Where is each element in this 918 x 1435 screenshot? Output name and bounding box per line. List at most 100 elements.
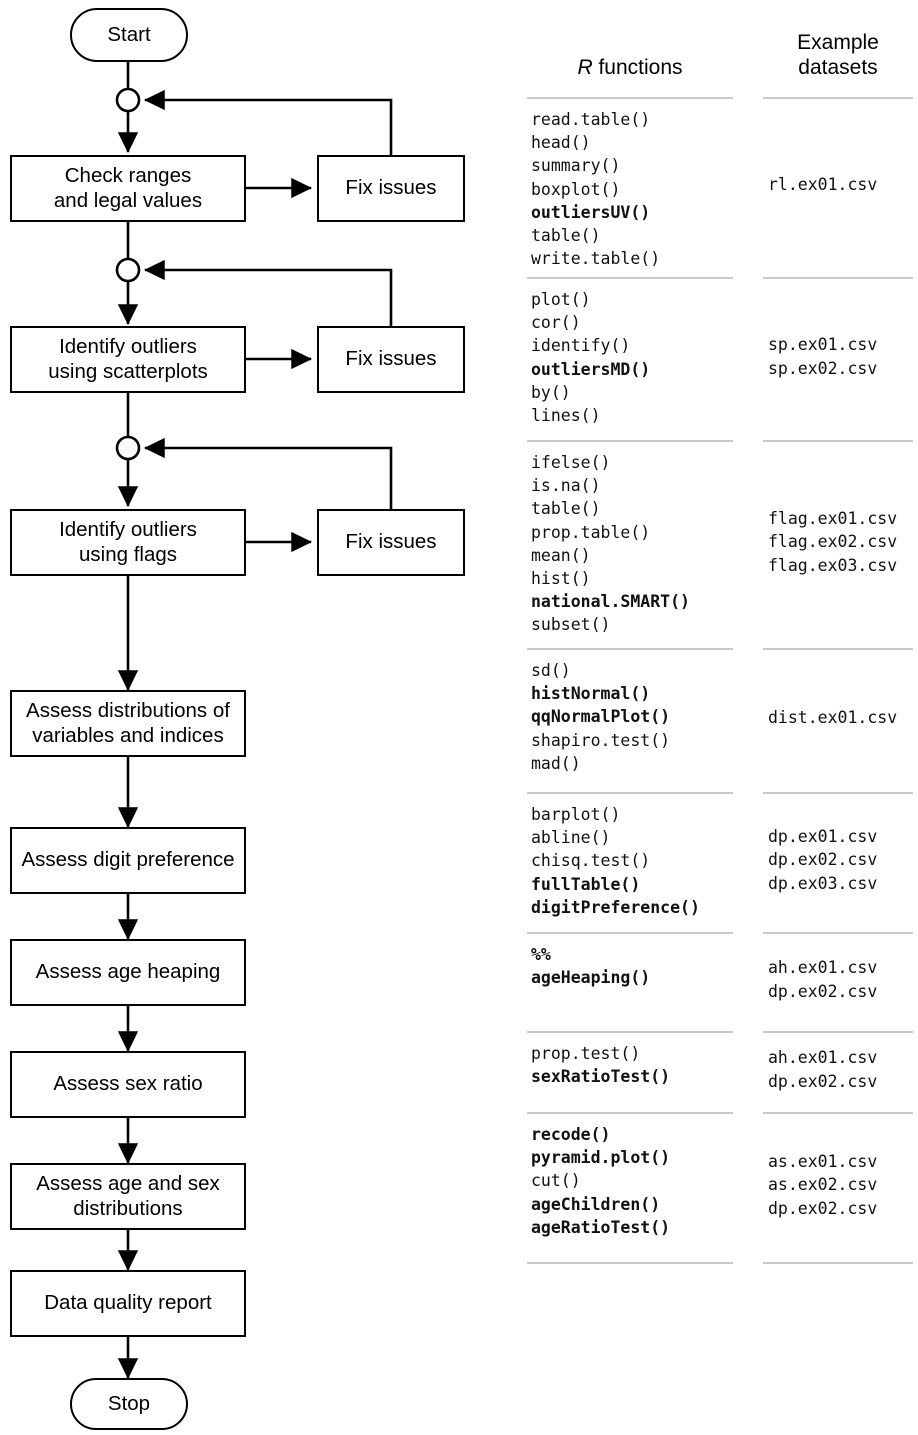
flow-node-start[interactable]: Start xyxy=(70,8,188,62)
flow-node-assess-age-sex-line1: Assess age and sex xyxy=(36,1171,220,1195)
flow-node-assess-sex-ratio[interactable]: Assess sex ratio xyxy=(10,1051,246,1118)
function-name: write.table() xyxy=(531,249,661,269)
function-name: table() xyxy=(531,226,601,246)
function-list: %% ageHeaping() xyxy=(531,943,737,989)
function-name: qqNormalPlot() xyxy=(531,707,671,727)
flow-node-assess-distributions-line1: Assess distributions of xyxy=(26,698,230,722)
column-header-datasets-line1: Example xyxy=(797,31,879,54)
flow-node-assess-age-heaping-label: Assess age heaping xyxy=(35,960,221,984)
dataset-name: dist.ex01.csv xyxy=(768,708,898,728)
junction-node-3 xyxy=(115,435,141,461)
function-name: outliersMD() xyxy=(531,359,651,379)
dataset-list: as.ex01.csv as.ex02.csv dp.ex02.csv xyxy=(768,1150,918,1220)
junction-node-1 xyxy=(115,87,141,113)
group-divider-right xyxy=(763,648,913,650)
function-name: subset() xyxy=(531,615,611,635)
function-name: mad() xyxy=(531,753,581,773)
function-name: histNormal() xyxy=(531,684,651,704)
function-name: read.table() xyxy=(531,110,651,129)
dataset-name: flag.ex03.csv xyxy=(768,555,898,575)
flowchart-connectors xyxy=(115,62,393,1380)
group-divider-right xyxy=(763,792,913,794)
function-list: prop.test() sexRatioTest() xyxy=(531,1042,737,1088)
group-divider-right xyxy=(763,1112,913,1114)
function-list: plot()cor()identify()outliersMD()by()lin… xyxy=(531,288,737,427)
function-name: cut() xyxy=(531,1171,581,1191)
flow-node-stop[interactable]: Stop xyxy=(70,1378,188,1430)
function-name: lines() xyxy=(531,406,601,426)
function-name: shapiro.test() xyxy=(531,730,671,750)
column-header-functions-rest: functions xyxy=(592,56,683,79)
group-divider-left xyxy=(527,648,733,650)
function-name: ifelse() xyxy=(531,453,611,472)
group-divider-left xyxy=(527,1031,733,1033)
flow-node-identify-outliers-scatterplots[interactable]: Identify outliers using scatterplots xyxy=(10,326,246,393)
flow-node-fix-issues-1[interactable]: Fix issues xyxy=(317,155,465,222)
reference-table: R functions Example datasets read.table(… xyxy=(500,0,918,1435)
function-name: prop.test() xyxy=(531,1044,641,1063)
flowchart: Start Check ranges and legal values Fix … xyxy=(10,8,465,1430)
flow-node-outliers-scatterplots-line1: Identify outliers xyxy=(59,334,197,358)
function-name: ageRatioTest() xyxy=(531,1217,671,1237)
flow-node-assess-distributions[interactable]: Assess distributions of variables and in… xyxy=(10,690,246,757)
group-divider-left xyxy=(527,1262,733,1264)
group-divider-right xyxy=(763,97,913,99)
function-name: hist() xyxy=(531,569,591,589)
flow-node-fix-issues-3-label: Fix issues xyxy=(345,530,437,554)
flow-node-identify-outliers-flags[interactable]: Identify outliers using flags xyxy=(10,509,246,576)
group-divider-right xyxy=(763,932,913,934)
flow-node-fix-issues-1-label: Fix issues xyxy=(345,176,437,200)
function-name: recode() xyxy=(531,1125,611,1144)
flow-node-check-ranges-line2: and legal values xyxy=(53,188,203,212)
column-header-functions: R functions xyxy=(527,56,733,81)
group-divider-left xyxy=(527,440,733,442)
dataset-list: sp.ex01.csv sp.ex02.csv xyxy=(768,333,918,379)
dataset-name: as.ex02.csv xyxy=(768,1175,878,1195)
flow-node-outliers-flags-line1: Identify outliers xyxy=(59,517,197,541)
dataset-name: sp.ex01.csv xyxy=(768,335,878,355)
dataset-name: sp.ex02.csv xyxy=(768,358,878,378)
flow-node-fix-issues-2[interactable]: Fix issues xyxy=(317,326,465,393)
group-divider-left xyxy=(527,792,733,794)
flow-node-check-ranges[interactable]: Check ranges and legal values xyxy=(10,155,246,222)
column-header-datasets-line2: datasets xyxy=(798,55,878,79)
flow-node-fix-issues-3[interactable]: Fix issues xyxy=(317,509,465,576)
function-name: cor() xyxy=(531,313,581,333)
function-name: chisq.test() xyxy=(531,851,651,871)
group-divider-left xyxy=(527,277,733,279)
function-list: barplot()abline()chisq.test()fullTable()… xyxy=(531,803,737,919)
function-name: %% xyxy=(531,945,551,964)
column-header-functions-italic: R xyxy=(577,56,593,79)
flow-node-data-quality-report[interactable]: Data quality report xyxy=(10,1270,246,1337)
dataset-name: as.ex01.csv xyxy=(768,1152,878,1172)
function-name: is.na() xyxy=(531,476,601,496)
flow-node-fix-issues-2-label: Fix issues xyxy=(345,347,437,371)
flow-node-assess-age-heaping[interactable]: Assess age heaping xyxy=(10,939,246,1006)
dataset-name: dp.ex02.csv xyxy=(768,1198,878,1218)
function-name: barplot() xyxy=(531,805,621,824)
function-name: ageChildren() xyxy=(531,1194,661,1214)
flow-node-assess-age-sex-distributions[interactable]: Assess age and sex distributions xyxy=(10,1163,246,1230)
function-name: sexRatioTest() xyxy=(531,1067,671,1087)
dataset-name: dp.ex02.csv xyxy=(768,850,878,870)
function-list: read.table()head()summary()boxplot()outl… xyxy=(531,108,737,270)
function-name: mean() xyxy=(531,545,591,565)
dataset-name: ah.ex01.csv xyxy=(768,1048,878,1068)
dataset-name: dp.ex01.csv xyxy=(768,827,878,847)
dataset-name: flag.ex02.csv xyxy=(768,532,898,552)
flow-node-outliers-scatterplots-line2: using scatterplots xyxy=(48,359,208,383)
flow-node-assess-digit-preference[interactable]: Assess digit preference xyxy=(10,827,246,894)
flow-node-outliers-flags-line2: using flags xyxy=(78,542,177,566)
dataset-list: rl.ex01.csv xyxy=(768,173,918,196)
flow-node-stop-label: Stop xyxy=(107,1391,151,1415)
function-name: outliersUV() xyxy=(531,202,651,222)
function-name: head() xyxy=(531,133,591,153)
group-divider-left xyxy=(527,1112,733,1114)
flow-node-start-label: Start xyxy=(107,22,151,46)
function-name: ageHeaping() xyxy=(531,968,651,988)
function-name: fullTable() xyxy=(531,874,641,894)
